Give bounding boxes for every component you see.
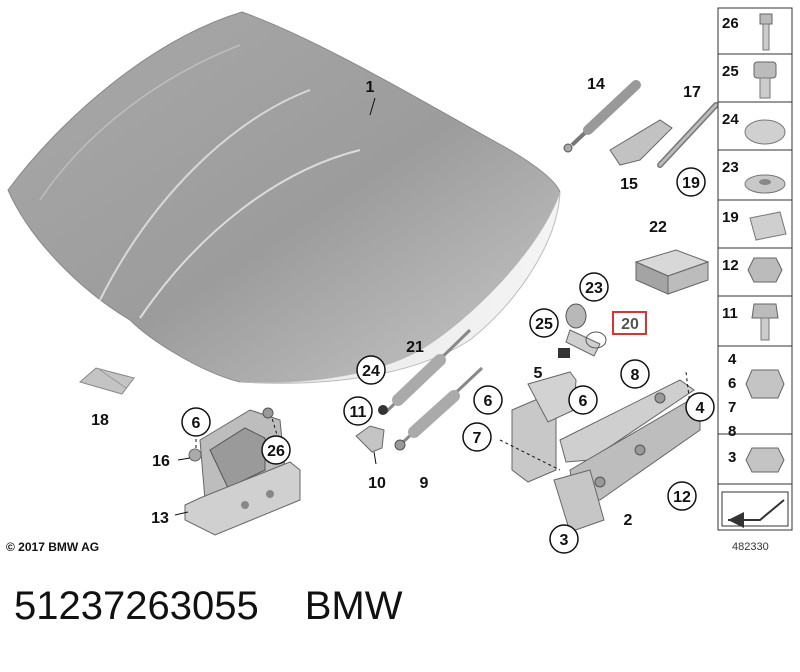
label-13: 13 — [151, 510, 169, 527]
label-18: 18 — [91, 412, 109, 429]
label-2: 2 — [624, 512, 633, 529]
bracket-part-10 — [355, 425, 385, 465]
side-label-3: 3 — [728, 449, 736, 466]
side-label-6: 6 — [728, 375, 736, 392]
label-10: 10 — [368, 475, 386, 492]
label-11: 11 — [350, 404, 367, 421]
parts-diagram: 1 2 3 4 5 6 6 6 7 8 9 10 11 12 13 14 15 … — [7, 7, 793, 554]
lock-bracket-assembly — [174, 407, 301, 536]
side-label-26: 26 — [722, 15, 739, 32]
label-14: 14 — [587, 76, 605, 93]
side-label-24: 24 — [722, 111, 739, 128]
clip-part-23 — [558, 303, 607, 358]
callout-labels: 1 2 3 4 5 6 6 6 7 8 9 10 11 12 13 14 15 … — [91, 76, 704, 549]
callouts — [181, 167, 715, 554]
label-20: 20 — [621, 316, 639, 333]
label-3: 3 — [560, 532, 569, 549]
copyright-notice: © 2017 BMW AG — [6, 540, 100, 554]
label-12: 12 — [673, 489, 691, 506]
strut-part-9 — [394, 366, 484, 451]
label-6-hinge-left: 6 — [484, 393, 493, 410]
label-23: 23 — [585, 280, 603, 297]
hood-part — [7, 11, 561, 384]
label-24: 24 — [362, 363, 380, 380]
label-22: 22 — [649, 219, 667, 236]
label-5: 5 — [534, 365, 543, 382]
pad-part-18 — [78, 367, 135, 395]
strut-part-21 — [378, 328, 472, 415]
side-label-8: 8 — [728, 423, 736, 440]
label-7: 7 — [473, 430, 482, 447]
foam-block-part-22 — [634, 249, 710, 295]
side-label-7: 7 — [728, 399, 736, 416]
label-21: 21 — [406, 339, 424, 356]
label-25: 25 — [535, 316, 553, 333]
footer-caption: 51237263055 BMW — [14, 584, 402, 629]
side-label-19: 19 — [722, 209, 739, 226]
label-6-hinge-right: 6 — [579, 393, 588, 410]
side-label-12: 12 — [722, 257, 739, 274]
strut-part-14 — [563, 80, 641, 153]
label-9: 9 — [420, 475, 429, 492]
side-label-25: 25 — [722, 63, 739, 80]
side-label-11: 11 — [722, 305, 738, 322]
bracket-part-15 — [609, 119, 673, 166]
side-label-23: 23 — [722, 159, 739, 176]
label-1: 1 — [366, 79, 375, 96]
hardware-panel: 26 25 24 23 19 12 11 4 6 7 8 3 — [717, 7, 793, 531]
brand-name: BMW — [304, 584, 403, 628]
label-26: 26 — [267, 443, 285, 460]
label-17: 17 — [683, 84, 701, 101]
label-6-lock: 6 — [192, 415, 201, 432]
diagram-reference-code: 482330 — [732, 541, 769, 553]
label-8: 8 — [631, 367, 640, 384]
label-19: 19 — [682, 175, 700, 192]
label-4: 4 — [696, 400, 705, 417]
label-16: 16 — [152, 453, 170, 470]
side-label-4: 4 — [728, 351, 737, 368]
hinge-assembly — [499, 371, 701, 533]
label-15: 15 — [620, 176, 638, 193]
hinge-arm-part-17 — [657, 102, 719, 168]
part-number: 51237263055 — [14, 584, 259, 628]
